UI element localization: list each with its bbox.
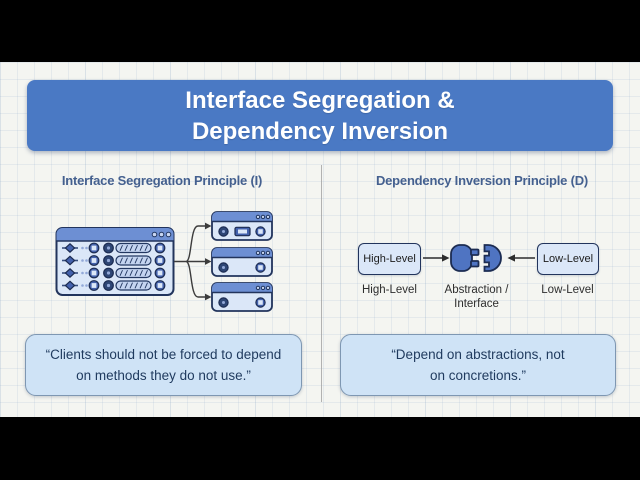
low-level-box: Low-Level [537, 243, 599, 275]
abstraction-label: Abstraction / Interface [429, 283, 524, 311]
fat-interface-window-icon [55, 227, 175, 296]
client-window-icon-1 [211, 211, 273, 241]
title-banner: Interface Segregation & Dependency Inver… [27, 80, 613, 151]
isp-quote-box: “Clients should not be forced to depend … [25, 334, 302, 396]
arrow-right-icon [423, 254, 450, 262]
arrow-left-icon [507, 254, 535, 262]
plug-icon [450, 244, 502, 272]
title-line-2: Dependency Inversion [191, 117, 449, 145]
title-line-1: Interface Segregation & [185, 86, 455, 114]
low-level-box-label: Low-Level [542, 253, 594, 265]
isp-quote-line-2: on methods they do not use.” [76, 368, 251, 383]
isp-quote-line-1: “Clients should not be forced to depend [45, 347, 282, 362]
client-window-icon-3 [211, 282, 273, 312]
dip-heading: Dependency Inversion Principle (D) [375, 173, 589, 188]
high-level-box-label: High-Level [363, 253, 416, 265]
dip-quote-line-2: on concretions.” [429, 368, 527, 383]
high-level-label: High-Level [362, 284, 417, 296]
dip-plug-diagram [423, 244, 535, 272]
dip-quote-box: “Depend on abstractions, not on concreti… [340, 334, 616, 396]
branch-arrows-icon [174, 222, 212, 301]
high-level-box: High-Level [358, 243, 421, 275]
isp-heading: Interface Segregation Principle (I) [61, 173, 263, 188]
low-level-label: Low-Level [541, 284, 594, 296]
window-dots-icon [151, 231, 172, 238]
abstraction-label-line-2: Interface [454, 298, 499, 310]
dip-quote-line-1: “Depend on abstractions, not [391, 347, 565, 362]
abstraction-label-line-1: Abstraction / [444, 284, 509, 296]
column-divider [321, 165, 322, 402]
isp-diagram [55, 211, 273, 312]
slide-canvas: Interface Segregation & Dependency Inver… [0, 62, 640, 417]
client-window-icon-2 [211, 247, 273, 277]
